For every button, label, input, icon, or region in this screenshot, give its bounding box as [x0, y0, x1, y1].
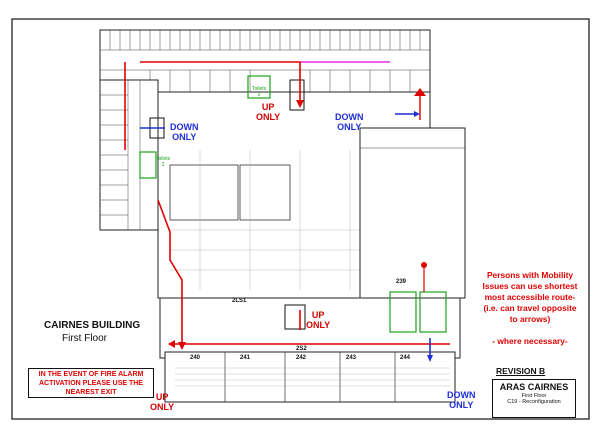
room-number-241: 241 — [240, 355, 251, 361]
north-wing-rooms — [100, 30, 430, 92]
title-block-title: ARAS CAIRNES — [499, 382, 569, 392]
atrium — [239, 164, 291, 221]
blue-arrow-north — [414, 111, 420, 117]
revision-label: REVISION B — [496, 366, 546, 376]
sheet-border — [11, 18, 590, 420]
toilets-south-block-b — [419, 291, 447, 333]
room-number-244: 244 — [400, 355, 411, 361]
route-arrows — [168, 88, 426, 350]
mobility-note: Persons with Mobility Issues can use sho… — [482, 270, 578, 346]
room-number-2ls1: 2LS1 — [232, 298, 247, 304]
toilets-north-block — [247, 75, 271, 99]
title-block-note: C19 - Reconfiguration — [507, 399, 561, 405]
room-number-240: 240 — [190, 355, 201, 361]
red-marker-dot — [421, 262, 427, 268]
title-block: ARAS CAIRNES First Floor C19 - Reconfigu… — [492, 379, 576, 418]
stair-north — [289, 79, 305, 111]
red-evacuation-route — [124, 61, 450, 345]
room-number-2s2: 2S2 — [296, 346, 307, 352]
toilets-west-block — [139, 151, 157, 179]
fire-alarm-notice: IN THE EVENT OF FIRE ALARM ACTIVATION PL… — [28, 368, 154, 398]
title-block-subtitle: First Floor — [521, 393, 547, 399]
atrium-void — [169, 164, 239, 221]
building-name: CAIRNES BUILDING — [44, 320, 141, 331]
south-wing — [159, 297, 461, 359]
room-number-242: 242 — [296, 355, 307, 361]
south-classrooms — [164, 351, 456, 403]
west-wing-rooms — [100, 80, 141, 230]
toilets-south-block-a — [389, 291, 417, 333]
room-number-243: 243 — [346, 355, 357, 361]
west-wing — [99, 79, 159, 231]
east-block — [359, 127, 466, 299]
building-floor: First Floor — [62, 333, 107, 344]
room-number-239: 239 — [396, 279, 407, 285]
stair-center-south — [284, 304, 306, 330]
blue-arrow-south — [427, 355, 433, 362]
